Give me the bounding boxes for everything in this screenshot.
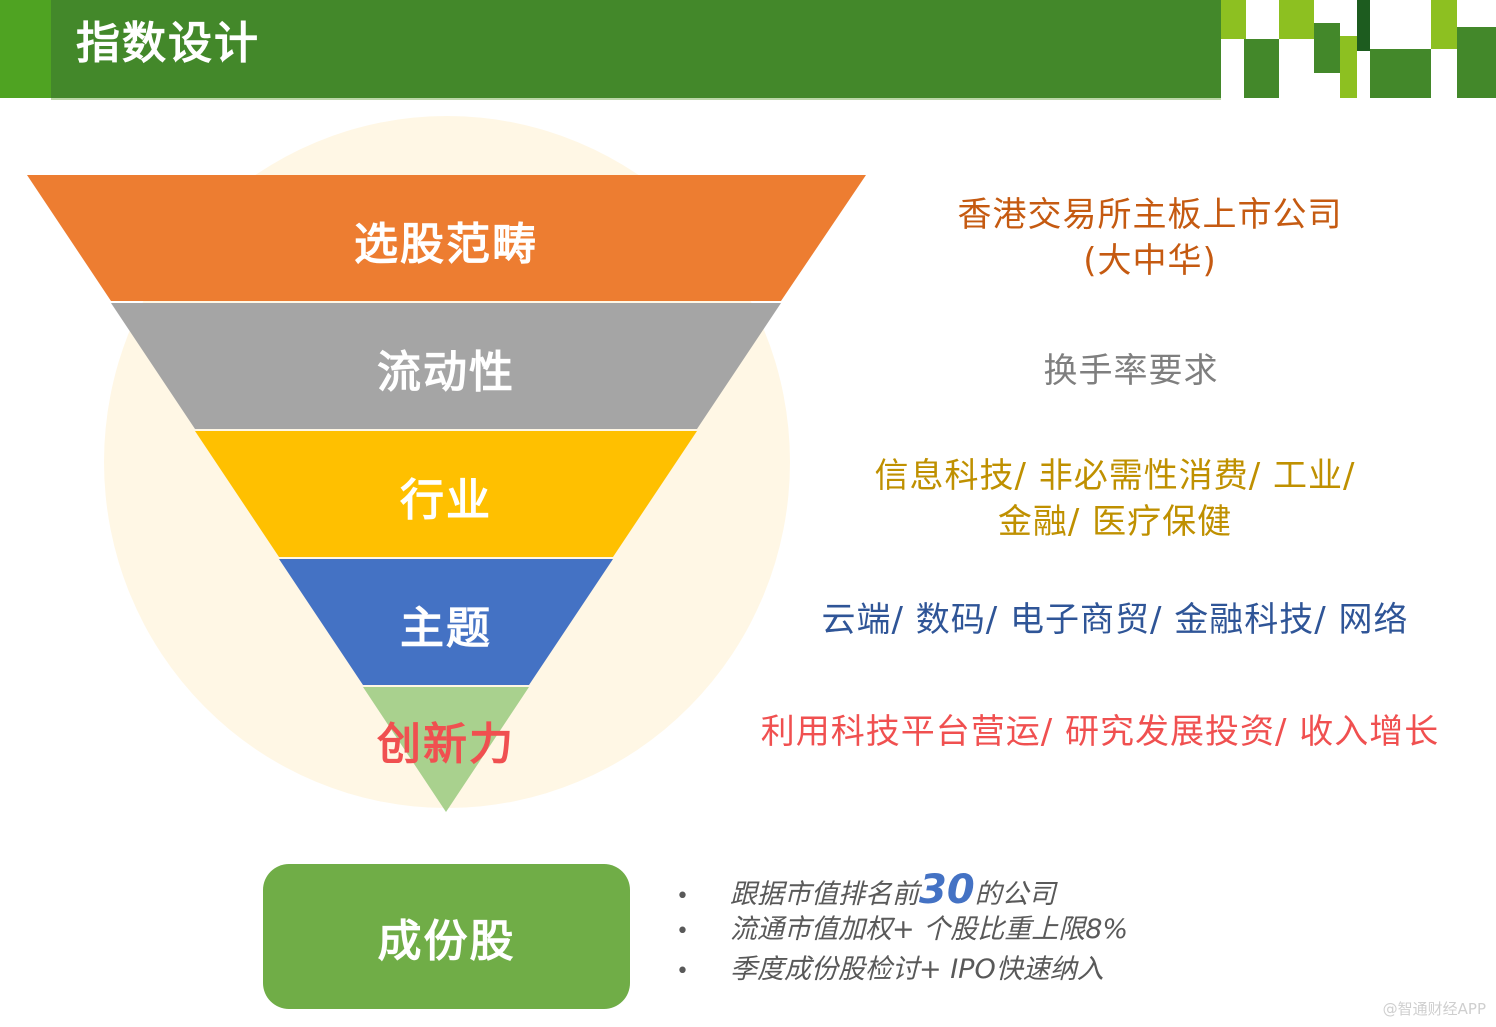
deco-block	[1279, 0, 1314, 39]
header-band	[0, 0, 1221, 98]
description-scope: 香港交易所主板上市公司 (大中华)	[900, 192, 1400, 284]
header-underline	[51, 98, 1221, 100]
funnel-band-industry	[195, 431, 697, 557]
description-line: (大中华)	[1083, 241, 1217, 281]
funnel-band-liquidity	[111, 303, 781, 429]
bullet-text: 季度成份股检讨+ IPO快速纳入	[730, 954, 1104, 985]
description-line: 换手率要求	[1043, 351, 1219, 391]
description-industry: 信息科技/ 非必需性消费/ 工业/ 金融/ 医疗保健	[830, 453, 1400, 545]
deco-block	[1370, 49, 1431, 98]
funnel-label-industry: 行业	[400, 475, 492, 526]
deco-block	[1314, 23, 1340, 73]
bullet-icon: •	[676, 884, 689, 909]
bullet-icon: •	[676, 919, 689, 944]
bullet-text: 跟据市值排名前	[730, 879, 919, 910]
funnel-label-scope: 选股范畴	[354, 219, 538, 270]
description-line: 金融/ 医疗保健	[997, 502, 1233, 542]
bullet-item: • 季度成份股检讨+ IPO快速纳入	[676, 949, 1128, 990]
deco-block	[1200, 0, 1221, 98]
funnel-band-theme	[279, 559, 613, 685]
deco-block	[1431, 0, 1457, 49]
bullet-item: • 流通市值加权+ 个股比重上限8%	[676, 911, 1128, 949]
funnel-label-theme: 主题	[400, 603, 492, 654]
description-line: 信息科技/ 非必需性消费/ 工业/	[874, 456, 1356, 496]
deco-block	[1357, 0, 1370, 51]
bullet-text: 的公司	[974, 879, 1056, 910]
watermark: @智通财经APP	[1382, 1000, 1486, 1018]
bullet-icon: •	[676, 959, 689, 984]
bullet-highlight: 30	[919, 867, 975, 913]
description-line: 香港交易所主板上市公司	[957, 195, 1343, 235]
deco-block	[1340, 36, 1357, 98]
deco-block	[1221, 0, 1246, 39]
constituents-box: 成份股	[263, 864, 630, 1009]
page-title: 指数设计	[76, 18, 260, 69]
description-theme: 云端/ 数码/ 电子商贸/ 金融科技/ 网络	[790, 597, 1440, 643]
header-accent-bar	[0, 0, 51, 98]
deco-block	[1457, 27, 1496, 98]
constituents-label: 成份股	[377, 915, 516, 967]
description-innovation: 利用科技平台营运/ 研究发展投资/ 收入增长	[730, 709, 1470, 755]
funnel-band-innovation	[363, 687, 529, 812]
description-line: 利用科技平台营运/ 研究发展投资/ 收入增长	[760, 712, 1440, 752]
deco-block	[1244, 39, 1279, 98]
funnel-label-innovation: 创新力	[377, 719, 515, 770]
bullet-text: 流通市值加权+ 个股比重上限8%	[730, 914, 1129, 945]
description-line: 云端/ 数码/ 电子商贸/ 金融科技/ 网络	[821, 600, 1409, 640]
description-liquidity: 换手率要求	[900, 348, 1362, 394]
funnel-label-liquidity: 流动性	[377, 347, 515, 398]
funnel-band-scope	[27, 175, 866, 301]
